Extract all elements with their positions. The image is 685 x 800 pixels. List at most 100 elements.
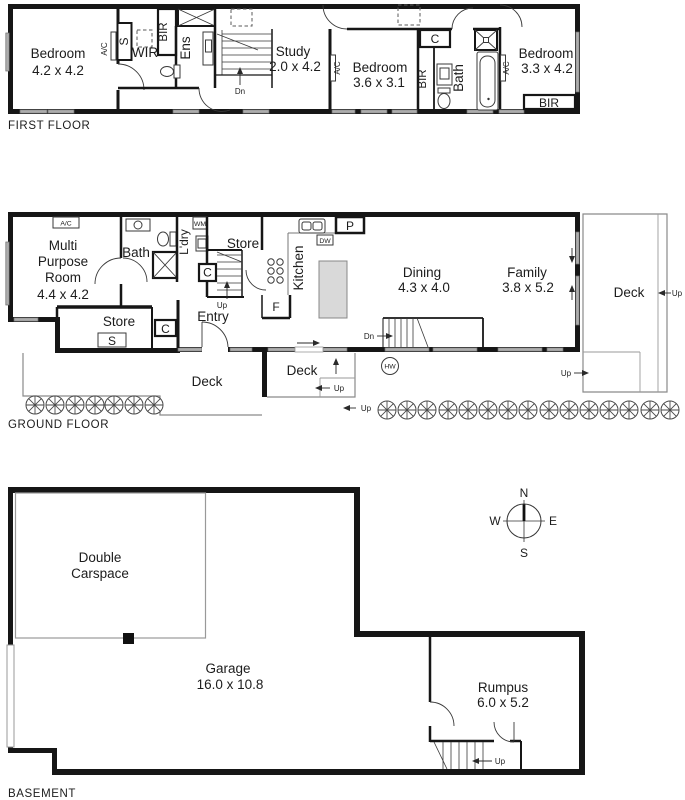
room-label-bedroom3: Bedroom <box>519 46 574 61</box>
ff-wall-top <box>8 4 580 9</box>
compass-w: W <box>489 514 501 528</box>
door-arc <box>117 63 145 91</box>
first-floor-plan: Bedroom 4.2 x 4.2 A/C S WIR BIR Ens Dn S… <box>5 4 580 132</box>
bir-robe <box>522 93 577 111</box>
tree-icon <box>85 395 105 415</box>
deck-mid-outline <box>267 353 356 398</box>
pantry <box>334 215 366 235</box>
tree-icon <box>539 400 559 420</box>
window <box>497 347 543 352</box>
laundry-label: L'dry <box>177 229 191 255</box>
store-label-upper: Store <box>227 236 259 251</box>
gf-wall <box>55 317 60 353</box>
door-arc <box>493 721 515 743</box>
up-label: Up <box>334 384 345 393</box>
window <box>575 31 580 93</box>
room-label-dining: Dining <box>403 265 441 280</box>
compass-e: E <box>549 514 557 528</box>
ac-label: A/C <box>333 61 342 75</box>
skylight-dashed <box>136 29 153 48</box>
window <box>5 32 10 72</box>
entry-label: Entry <box>197 309 229 324</box>
door-arc <box>201 321 229 348</box>
room-label-rumpus: Rumpus <box>478 680 529 695</box>
pantry-label: P <box>346 219 354 233</box>
cupboard-label: S <box>108 334 116 348</box>
compass-north-needle <box>522 504 526 521</box>
deck-label-right: Deck <box>614 285 645 300</box>
basin <box>205 39 212 53</box>
cupboard-label: C <box>161 322 170 336</box>
ac-unit <box>110 31 117 61</box>
cupboard-label: C <box>431 32 440 46</box>
dims-study: 2.0 x 4.2 <box>269 59 321 74</box>
door-arc <box>122 257 148 283</box>
stairs-up <box>430 739 522 770</box>
ac-label: A/C <box>100 42 109 56</box>
compass-s: S <box>520 546 528 560</box>
compass-n: N <box>520 486 529 500</box>
window <box>575 275 580 326</box>
door-arc <box>451 7 474 30</box>
shower <box>474 29 498 51</box>
tree-icon <box>45 395 65 415</box>
up-label: Up <box>672 289 683 298</box>
toilet <box>157 231 177 247</box>
tree-icon <box>559 400 579 420</box>
window <box>13 317 39 322</box>
stairs-up <box>207 249 244 298</box>
up-label: Up <box>217 301 228 310</box>
window <box>331 109 356 114</box>
stairs-down <box>382 317 484 348</box>
wm-label: WM <box>194 221 206 228</box>
tree-icon <box>518 400 538 420</box>
bm-wall <box>354 631 585 637</box>
window <box>19 109 48 114</box>
deck-left-outline <box>22 353 262 416</box>
tree-icon <box>377 400 397 420</box>
ff-wall-bottom <box>8 109 580 114</box>
toilet <box>437 87 451 109</box>
ac-label: A/C <box>502 61 511 75</box>
stairs-down <box>215 29 273 88</box>
room-label-multipurpose-1: Multi <box>49 238 78 253</box>
vanity <box>125 218 151 232</box>
wir-label: WIR <box>132 45 158 60</box>
door-arc <box>94 257 122 285</box>
dims-rumpus: 6.0 x 5.2 <box>477 695 529 710</box>
door-arc <box>322 4 348 30</box>
room-label-multipurpose-2: Purpose <box>38 254 88 269</box>
ac-unit <box>500 54 506 82</box>
window <box>432 347 478 352</box>
window <box>267 347 296 352</box>
tree-icon <box>397 400 417 420</box>
window <box>177 347 203 352</box>
room-label-bedroom1: Bedroom <box>31 46 86 61</box>
carspace-outline <box>14 492 207 639</box>
bathtub <box>476 51 499 111</box>
shower <box>177 8 216 27</box>
gf-wall <box>55 348 180 353</box>
tree-row-right <box>377 400 680 420</box>
cooktop <box>267 258 284 284</box>
room-label-bedroom2: Bedroom <box>353 60 408 75</box>
tree-icon <box>478 400 498 420</box>
ff-wall-left <box>8 4 13 114</box>
garage-door-opening <box>6 644 15 748</box>
skylight-dashed <box>397 4 421 26</box>
floor-title-basement: BASEMENT <box>8 788 76 800</box>
bm-wall-top <box>8 487 360 493</box>
bir-label: BIR <box>417 69 429 88</box>
room-label-study: Study <box>276 44 311 59</box>
room-label-multipurpose-3: Room <box>45 270 81 285</box>
deck-label-mid: Deck <box>287 363 318 378</box>
door-arc <box>245 269 267 291</box>
room-label-garage: Garage <box>205 661 250 676</box>
ens-label: Ens <box>178 36 193 60</box>
room-label-carspace-2: Carspace <box>71 566 129 581</box>
tree-icon <box>599 400 619 420</box>
dn-label: Dn <box>364 332 374 341</box>
tree-icon <box>417 400 437 420</box>
bm-wall <box>8 748 57 753</box>
